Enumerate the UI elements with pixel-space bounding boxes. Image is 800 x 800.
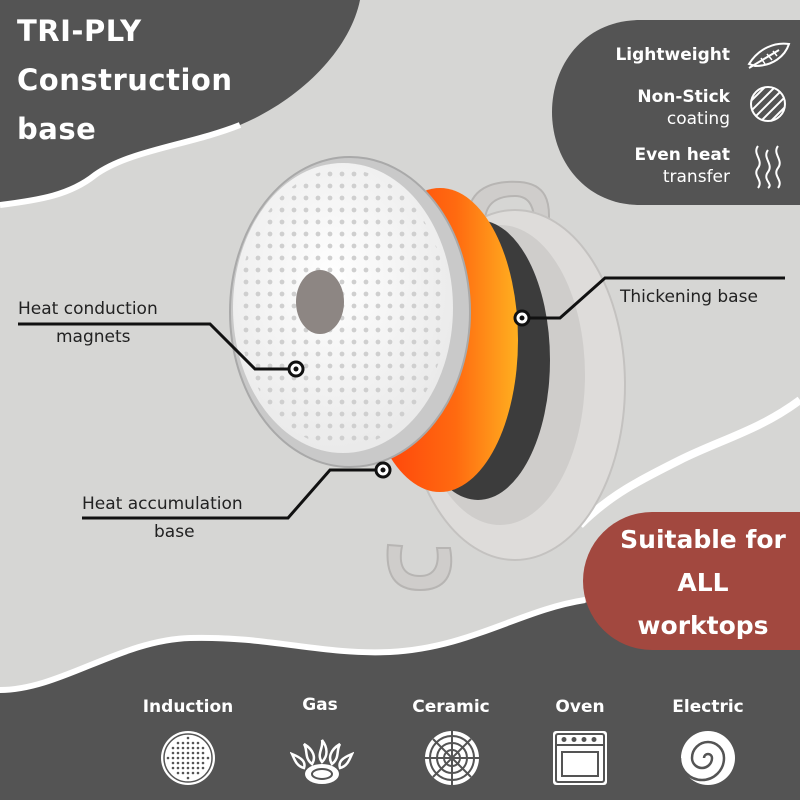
- feather-icon: [747, 42, 791, 69]
- top-left-wave: [0, 0, 360, 205]
- suitable-line3: worktops: [637, 611, 769, 640]
- induction-icon: [161, 731, 215, 785]
- feature-nonstick-subtitle: coating: [666, 109, 730, 129]
- title-line-3: base: [17, 112, 97, 146]
- bottom-handle: [386, 543, 453, 592]
- striped-circle-icon: [750, 86, 786, 122]
- feature-nonstick: Non-Stick coating: [637, 86, 730, 130]
- feature-even-heat: Even heat transfer: [635, 144, 730, 188]
- callout-thickening: Thickening base: [620, 283, 758, 311]
- suitable-line2: ALL: [677, 568, 729, 597]
- ceramic-hob-icon: [425, 731, 479, 785]
- worktop-label-oven: Oven: [555, 697, 605, 717]
- callout-heat-accumulation-line1: Heat accumulation: [82, 494, 243, 514]
- heat-accumulation-line: [82, 468, 380, 520]
- title-line-1: TRI-PLY: [17, 14, 142, 48]
- worktop-label-electric: Electric: [672, 697, 744, 717]
- callout-heat-conduction-line1: Heat conduction: [18, 299, 158, 319]
- callout-heat-accumulation: Heat accumulation base: [82, 490, 243, 546]
- center-badge: [296, 270, 344, 334]
- callout-thickening-line1: Thickening base: [620, 287, 758, 307]
- callout-heat-conduction-line2: magnets: [56, 327, 131, 347]
- suitable-line1: Suitable for: [620, 525, 786, 554]
- feature-nonstick-title: Non-Stick: [637, 87, 730, 107]
- suitable-badge: Suitable for ALL worktops: [583, 512, 800, 650]
- electric-coil-icon: [678, 731, 735, 785]
- oven-icon: [553, 731, 607, 785]
- worktop-label-ceramic: Ceramic: [412, 697, 490, 717]
- feature-even-heat-subtitle: transfer: [662, 167, 730, 187]
- feature-even-heat-title: Even heat: [634, 145, 730, 165]
- features-panel: [552, 20, 800, 205]
- callout-heat-conduction: Heat conduction magnets: [18, 295, 158, 351]
- title-line-2: Construction: [17, 63, 233, 97]
- gas-burner-icon: [290, 739, 354, 784]
- worktop-label-gas: Gas: [302, 695, 338, 715]
- heat-conduction-line: [18, 322, 296, 371]
- feature-lightweight: Lightweight: [615, 44, 730, 66]
- callout-heat-accumulation-line2: base: [154, 522, 195, 542]
- heat-waves-icon: [755, 145, 781, 189]
- feature-lightweight-title: Lightweight: [615, 45, 730, 65]
- worktop-label-induction: Induction: [142, 697, 234, 717]
- thickening-line: [522, 276, 785, 320]
